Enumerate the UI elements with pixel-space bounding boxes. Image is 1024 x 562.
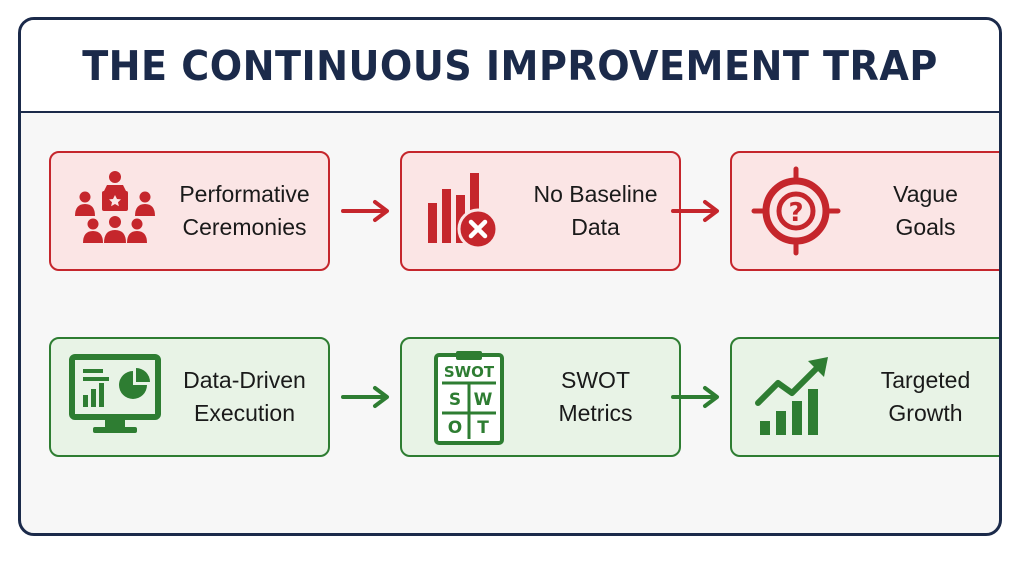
step-performative-ceremonies: Performative Ceremonies [49, 151, 330, 271]
bar-chart-cross-icon [428, 173, 499, 250]
step-targeted-growth: Targeted Growth [730, 337, 999, 457]
title-bar: THE CONTINUOUS IMPROVEMENT TRAP [21, 20, 999, 113]
step-label: SWOT Metrics [558, 367, 633, 426]
growth-chart-icon [755, 357, 828, 435]
step-data-driven-execution: Data-Driven Execution [49, 337, 330, 457]
step-label: No Baseline Data [533, 181, 658, 240]
svg-text:S: S [449, 390, 461, 410]
step-label: Targeted Growth [880, 367, 971, 426]
arrow-right-icon [671, 200, 719, 222]
step-label: Data-Driven Execution [183, 367, 306, 426]
step-swot-metrics: SWOT S W O T SWOT Metrics [400, 337, 681, 457]
step-vague-goals: ? Vague Goals [730, 151, 999, 271]
svg-text:T: T [477, 418, 489, 438]
svg-text:?: ? [788, 198, 803, 228]
target-question-icon: ? [751, 166, 841, 256]
swot-clipboard-icon: SWOT S W O T [434, 351, 504, 445]
svg-text:SWOT: SWOT [444, 363, 495, 381]
step-no-baseline-data: No Baseline Data [400, 151, 681, 271]
svg-text:O: O [448, 418, 462, 438]
audience-podium-icon [75, 171, 155, 243]
page-title: THE CONTINUOUS IMPROVEMENT TRAP [82, 41, 938, 90]
arrow-right-icon [341, 200, 389, 222]
step-label: Vague Goals [893, 181, 958, 240]
arrow-right-icon [341, 386, 389, 408]
monitor-dashboard-icon [69, 354, 161, 433]
step-label: Performative Ceremonies [179, 181, 310, 240]
arrow-right-icon [671, 386, 719, 408]
diagram-frame: THE CONTINUOUS IMPROVEMENT TRAP Performa… [18, 17, 1002, 536]
svg-text:W: W [474, 390, 493, 410]
